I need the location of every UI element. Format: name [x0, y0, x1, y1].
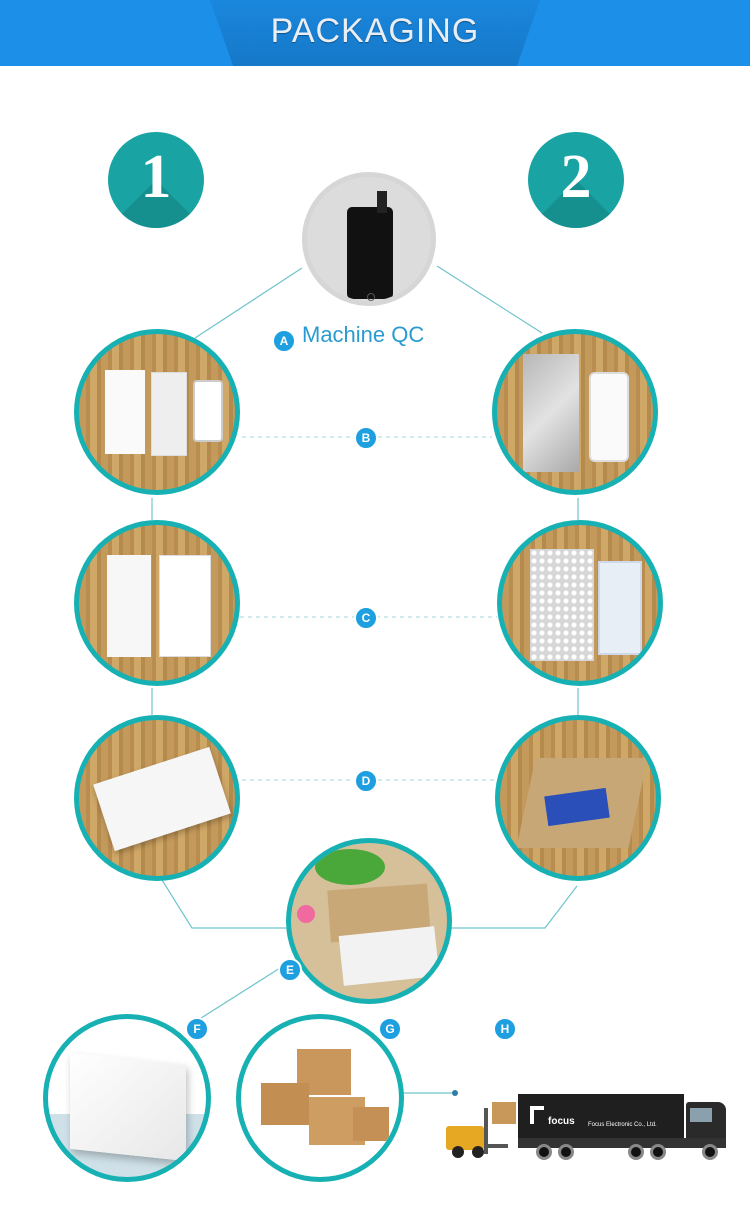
step-a-dot: A [272, 329, 296, 353]
step-h-dot: H [493, 1017, 517, 1041]
lcd-screen-image [347, 207, 393, 299]
cargo-box-image [492, 1102, 516, 1124]
forklift-image [446, 1108, 508, 1158]
step-b-right-photo [492, 329, 658, 495]
step-b-left-photo [74, 329, 240, 495]
step-2-badge: 2 [528, 132, 624, 228]
machine-qc-label: Machine QC [302, 322, 425, 347]
machine-qc-photo [302, 172, 436, 306]
step-e-photo [286, 838, 452, 1004]
step-b-dot: B [354, 426, 378, 450]
step-d-right-photo [495, 715, 661, 881]
truck-brand: focus [548, 1116, 575, 1127]
step-1-badge: 1 [108, 132, 204, 228]
step-c-left-photo [74, 520, 240, 686]
step-c-right-photo [497, 520, 663, 686]
focus-logo-icon [530, 1106, 544, 1124]
step-c-dot: C [354, 606, 378, 630]
delivery-truck: focus Focus Electronic Co., Ltd. [518, 1094, 730, 1164]
header-tab [210, 0, 540, 66]
step-2-number: 2 [560, 143, 592, 211]
step-g-dot: G [378, 1017, 402, 1041]
truck-trailer: focus Focus Electronic Co., Ltd. [518, 1094, 684, 1138]
step-f-photo [43, 1014, 211, 1182]
step-e-dot: E [278, 958, 302, 982]
step-g-photo [236, 1014, 404, 1182]
step-d-dot: D [354, 769, 378, 793]
step-f-dot: F [185, 1017, 209, 1041]
step-1-number: 1 [140, 143, 172, 211]
step-d-left-photo [74, 715, 240, 881]
page-title: PACKAGING [270, 12, 480, 50]
truck-company: Focus Electronic Co., Ltd. [588, 1122, 657, 1128]
